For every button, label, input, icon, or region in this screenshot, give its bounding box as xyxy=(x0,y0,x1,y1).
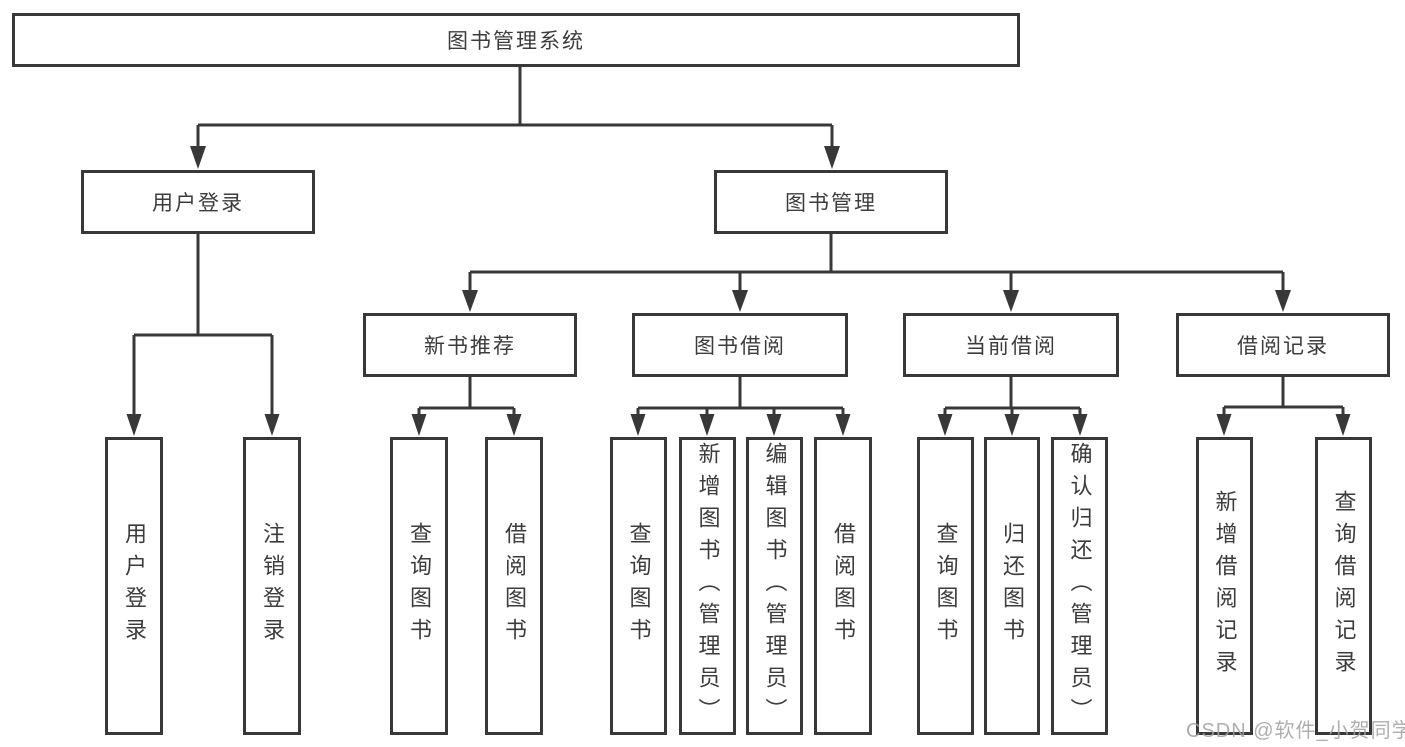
diagram-leaf-borrow-books-recommend: 借阅图书 xyxy=(485,437,543,735)
node-label: 图书管理 xyxy=(785,192,877,215)
diagram-leaf-borrow-books: 借阅图书 xyxy=(814,437,872,735)
node-label: 图书借阅 xyxy=(694,335,786,358)
node-label: 编辑图书（管理员） xyxy=(762,442,788,730)
node-label: 查询图书 xyxy=(407,522,432,650)
diagram-node-current-borrow: 当前借阅 xyxy=(903,313,1119,377)
node-label: 借阅记录 xyxy=(1237,335,1329,358)
node-label: 新书推荐 xyxy=(424,335,516,358)
diagram-leaf-query-borrow-record: 查询借阅记录 xyxy=(1315,437,1372,735)
diagram-leaf-logout-login: 注销登录 xyxy=(243,437,301,735)
node-label: 用户登录 xyxy=(152,192,244,215)
diagram-node-user-login: 用户登录 xyxy=(81,170,315,234)
diagram-leaf-user-login: 用户登录 xyxy=(105,437,163,735)
node-label: 借阅图书 xyxy=(502,522,527,650)
node-label: 确认归还（管理员） xyxy=(1067,442,1093,730)
node-label: 当前借阅 xyxy=(965,335,1057,358)
diagram-leaf-return-books: 归还图书 xyxy=(984,437,1040,735)
diagram-leaf-query-books-current: 查询图书 xyxy=(917,437,974,735)
node-label: 新增借阅记录 xyxy=(1212,490,1238,682)
diagram-node-new-book-recommend: 新书推荐 xyxy=(363,313,577,377)
node-label: 新增图书（管理员） xyxy=(695,442,721,730)
node-label: 查询图书 xyxy=(933,522,959,650)
diagram-leaf-query-books-recommend: 查询图书 xyxy=(390,437,448,735)
diagram-leaf-edit-books-admin: 编辑图书（管理员） xyxy=(746,437,803,735)
node-label: 查询借阅记录 xyxy=(1331,490,1357,682)
diagram-node-root: 图书管理系统 xyxy=(12,13,1020,67)
watermark: CSDN @软件_小贺同学 xyxy=(1186,720,1405,742)
node-label: 用户登录 xyxy=(122,522,147,650)
node-label: 查询图书 xyxy=(626,522,652,650)
diagram-node-book-management: 图书管理 xyxy=(714,170,948,234)
diagram-leaf-add-books-admin: 新增图书（管理员） xyxy=(679,437,736,735)
diagram-leaf-add-borrow-record: 新增借阅记录 xyxy=(1196,437,1253,735)
diagram-node-book-borrow: 图书借阅 xyxy=(632,313,848,377)
node-label: 注销登录 xyxy=(260,522,285,650)
node-label: 借阅图书 xyxy=(831,522,856,650)
diagram-node-borrow-records: 借阅记录 xyxy=(1176,313,1390,377)
diagram-leaf-query-books-borrow: 查询图书 xyxy=(610,437,667,735)
node-label: 归还图书 xyxy=(1000,522,1025,650)
diagram-leaf-confirm-return-admin: 确认归还（管理员） xyxy=(1051,437,1108,735)
node-label: 图书管理系统 xyxy=(447,30,585,53)
